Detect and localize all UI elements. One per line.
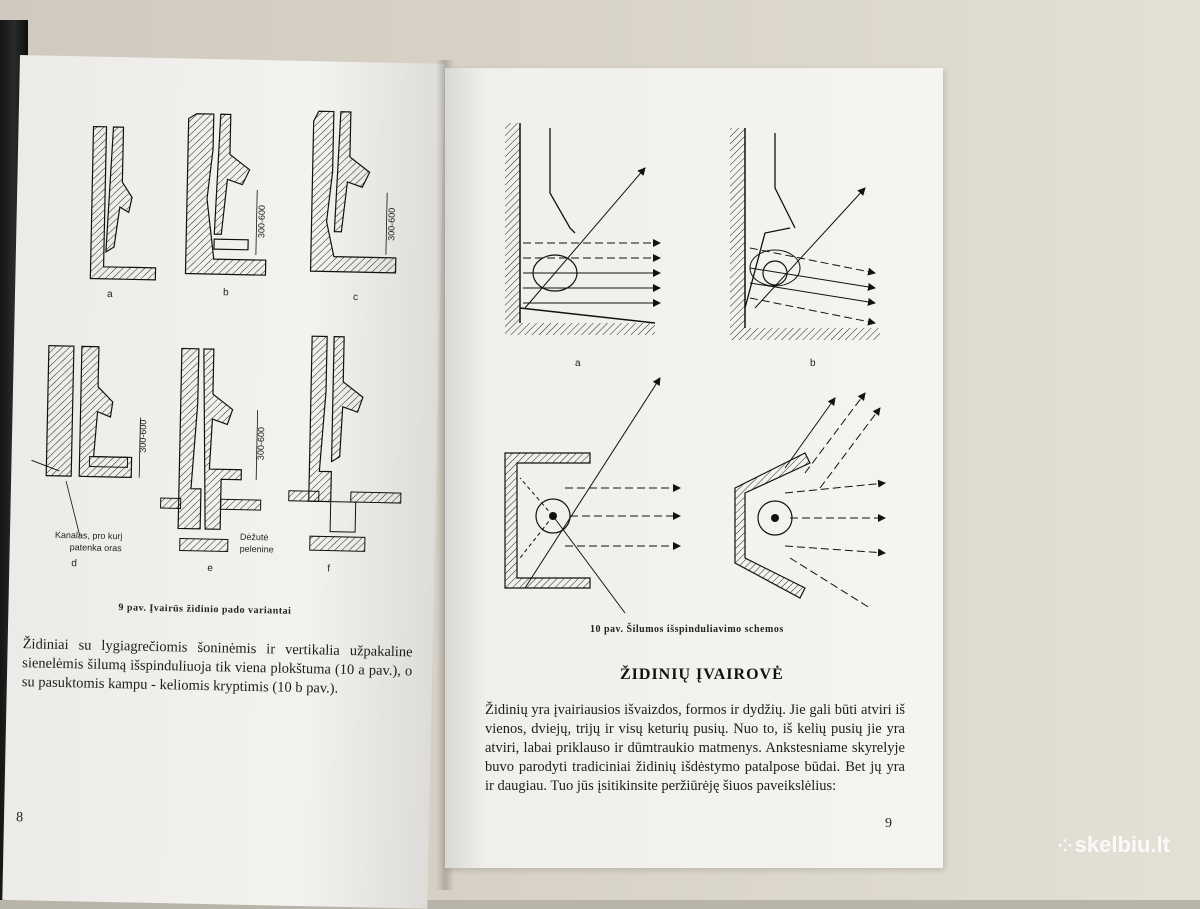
figure-label-d: d	[71, 558, 77, 569]
radiation-scheme-a	[505, 123, 661, 335]
radiation-label-a: a	[575, 358, 581, 369]
figure-label-f: f	[327, 564, 330, 575]
hearth-variant-b	[184, 113, 267, 276]
radiation-scheme-c	[504, 377, 681, 614]
left-page: a b c d e f 300-600 300-600 300-600 300-…	[2, 55, 445, 909]
site-watermark: ⁘skelbiu.lt	[1058, 832, 1170, 858]
ash-box-callout-line1: Dėžutė	[240, 532, 269, 543]
left-page-number: 8	[15, 810, 24, 826]
figure-label-b: b	[223, 287, 229, 298]
air-channel-callout-line1: Kanalas, pro kurį	[55, 530, 123, 541]
dimension-label-e: 300-600	[256, 427, 267, 460]
hearth-variant-c	[309, 110, 397, 274]
watermark-dots-icon: ⁘	[1057, 836, 1073, 856]
right-page-number: 9	[885, 816, 892, 831]
fireplace-hearth-figure: a b c d e f 300-600 300-600 300-600 300-…	[31, 110, 402, 575]
hearth-variant-e	[160, 347, 262, 552]
radiation-scheme-d	[734, 392, 886, 609]
hearth-variant-a	[89, 125, 157, 281]
left-body-text: Židiniai su lygiagrečiomis šoninėmis ir …	[21, 636, 413, 697]
figure-label-e: e	[207, 563, 213, 574]
dimension-label-d: 300-600	[138, 420, 149, 453]
hearth-variant-f	[288, 335, 402, 552]
radiation-scheme-b	[730, 128, 880, 340]
section-heading: ŽIDINIŲ ĮVAIROVĖ	[620, 666, 784, 683]
right-body-text: Židinių yra įvairiausios išvaizdos, form…	[485, 702, 905, 794]
dimension-label-b: 300-600	[256, 205, 267, 238]
air-channel-callout-line2: patenka oras	[70, 542, 123, 553]
watermark-text: skelbiu.lt	[1074, 832, 1170, 857]
radiation-label-b: b	[810, 358, 816, 369]
ash-box-callout-line2: pelenine	[240, 544, 274, 555]
dimension-label-c: 300-600	[386, 208, 397, 241]
hearth-variant-d	[31, 345, 141, 537]
heat-radiation-figure: a b	[504, 123, 886, 614]
figure-10-caption: 10 pav. Šilumos išspinduliavimo schemos	[590, 624, 784, 635]
figure-label-a: a	[107, 289, 113, 300]
right-page: a b 10 pav. Šilumos išspinduliavimo sche…	[445, 68, 943, 868]
figure-label-c: c	[353, 292, 358, 303]
